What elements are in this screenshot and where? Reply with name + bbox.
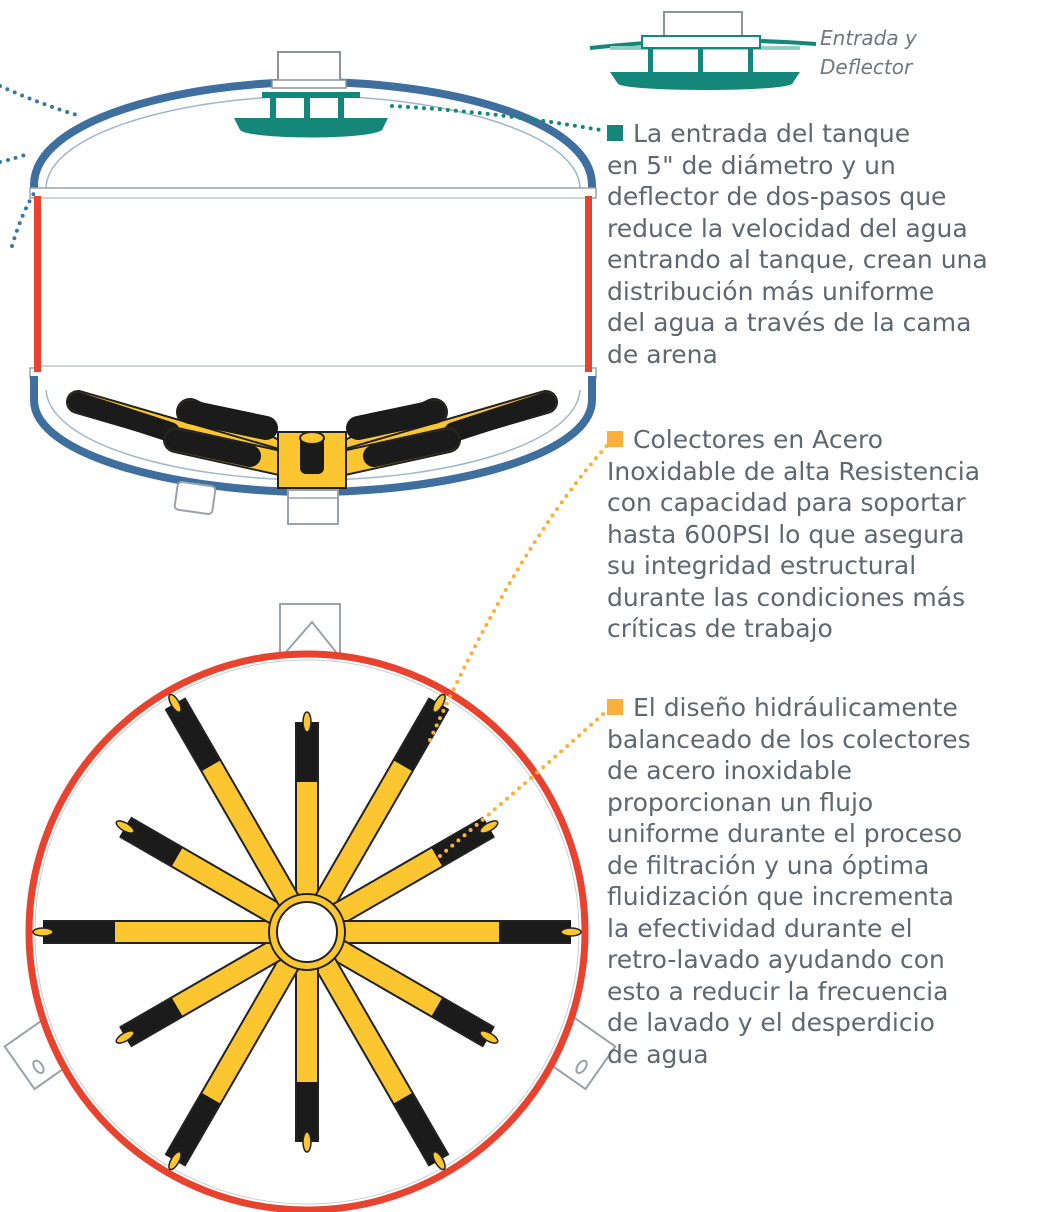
- lateral-pipe: [172, 848, 281, 923]
- lateral-screen: [166, 1093, 220, 1166]
- lateral-pipe: [316, 958, 412, 1104]
- laterals-top-view: [32, 693, 582, 1171]
- tank-side-view: [29, 51, 597, 525]
- leader-wall: [10, 188, 38, 248]
- inlet-label-line2: Deflector: [820, 55, 913, 79]
- lateral-pipe: [202, 958, 298, 1104]
- lateral-end-cap: [432, 1150, 446, 1171]
- lateral-screen: [394, 698, 448, 771]
- tank-top-dome: [30, 77, 596, 197]
- leader-dome-2: [0, 152, 30, 164]
- lateral-end-cap: [168, 693, 182, 714]
- inlet-nozzle: [277, 51, 341, 83]
- lateral-pipe: [333, 848, 442, 923]
- caption-inlet: La entrada del tanque en 5" de diámetro …: [607, 118, 1037, 370]
- marker-square-orange: [607, 699, 623, 715]
- support-foot-top: [279, 603, 341, 657]
- lateral-end-cap: [115, 1030, 135, 1044]
- lateral-screen: [394, 1093, 448, 1166]
- lateral-end-cap: [302, 1131, 312, 1153]
- marker-square-orange: [607, 431, 623, 447]
- lateral-pipe: [202, 760, 298, 906]
- lateral-end-cap: [479, 820, 499, 834]
- leader-design: [438, 704, 614, 858]
- lateral-end-cap: [302, 711, 312, 733]
- inlet-detail: [589, 11, 817, 90]
- lateral-end-cap: [479, 1030, 499, 1044]
- caption-collectors: Colectores en Acero Inoxidable de alta R…: [607, 424, 1037, 645]
- tank-wall-right: [585, 196, 592, 372]
- lateral-end-cap: [432, 693, 446, 714]
- leader-dome-1: [0, 84, 82, 118]
- lateral-pipe: [316, 760, 412, 906]
- inlet-deflector-label: Entrada y Deflector: [820, 24, 917, 82]
- marker-square-green: [607, 125, 623, 141]
- lateral-end-cap: [168, 1150, 182, 1171]
- lateral-end-cap: [115, 820, 135, 834]
- leader-lines: [0, 84, 614, 858]
- caption-collectors-text: Colectores en Acero Inoxidable de alta R…: [607, 425, 981, 643]
- lateral-screen: [166, 698, 220, 771]
- caption-inlet-text: La entrada del tanque en 5" de diámetro …: [607, 119, 988, 369]
- lateral-pipe: [172, 941, 281, 1016]
- leader-collectors: [428, 438, 614, 742]
- lateral-end-cap: [560, 927, 582, 937]
- inlet-deflector: [234, 92, 388, 138]
- caption-hydraulic-design: El diseño hidráulicamente balanceado de …: [607, 692, 1037, 1070]
- tank-shell: [36, 196, 590, 370]
- caption-hydraulic-design-text: El diseño hidráulicamente balanceado de …: [607, 693, 971, 1069]
- tank-wall-left: [34, 196, 41, 372]
- laterals-side-view: [66, 390, 558, 489]
- tank-top-view: [3, 603, 617, 1212]
- lateral-pipe: [333, 941, 442, 1016]
- inlet-label-line1: Entrada y: [820, 26, 917, 50]
- lateral-end-cap: [32, 927, 54, 937]
